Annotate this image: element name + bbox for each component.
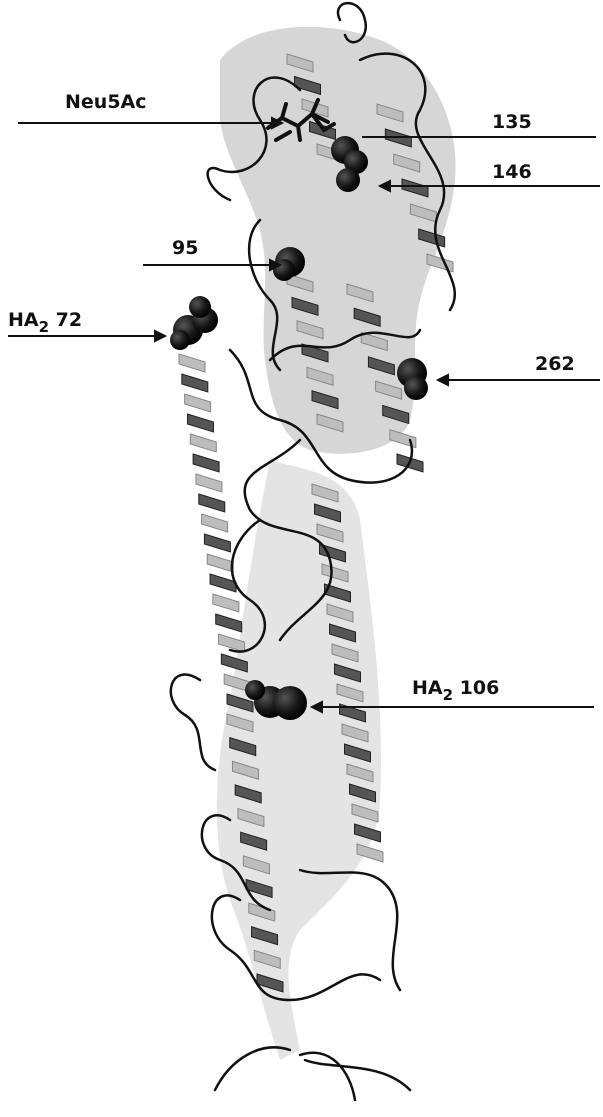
label-ha2-106: HA2 106	[412, 677, 499, 704]
stalk-shading	[217, 460, 381, 1060]
label-ha2-106-number: 106	[453, 677, 499, 699]
label-neu5ac: Neu5Ac	[65, 91, 147, 113]
label-residue-262: 262	[535, 353, 575, 375]
label-residue-95: 95	[172, 237, 198, 259]
coil-loop-11	[215, 1047, 410, 1100]
label-ha2-72-number: 72	[49, 309, 82, 331]
label-residue-135: 135	[492, 111, 532, 133]
label-ha2-72-prefix: HA	[8, 309, 39, 331]
residue-sphere-ha2-72	[170, 296, 218, 350]
label-ha2-106-subscript: 2	[443, 686, 453, 704]
label-residue-146: 146	[492, 161, 532, 183]
label-ha2-72-subscript: 2	[39, 318, 49, 336]
coil-loop-7	[171, 675, 215, 770]
label-ha2-72: HA2 72	[8, 309, 82, 336]
label-ha2-106-prefix: HA	[412, 677, 443, 699]
